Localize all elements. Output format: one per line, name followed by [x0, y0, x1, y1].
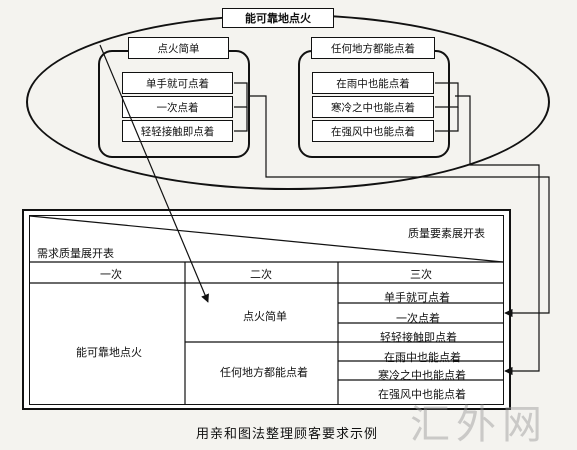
connector-left-3 — [234, 107, 248, 132]
cell-tertiary-3: 轻轻接触即点着 — [380, 331, 457, 344]
demand-quality-table-label: 需求质量展开表 — [37, 247, 114, 260]
deployment-table-outer — [22, 209, 511, 410]
right-item-2: 寒冷之中也能点着 — [312, 96, 434, 118]
arrow-to-tertiary-2 — [250, 95, 550, 318]
right-group-head: 任何地方都能点着 — [311, 37, 435, 59]
affinity-title-box: 能可靠地点火 — [222, 8, 334, 28]
cell-tertiary-5: 寒冷之中也能点着 — [378, 369, 466, 382]
right-item-1: 在雨中也能点着 — [312, 72, 434, 94]
deployment-table-inner — [29, 215, 504, 405]
right-item-3: 在强风中也能点着 — [312, 120, 434, 142]
cell-secondary-2: 任何地方都能点着 — [220, 366, 308, 379]
affinity-title: 能可靠地点火 — [245, 12, 311, 25]
connector-right-1 — [435, 82, 459, 108]
col-header-primary: 一次 — [100, 268, 122, 281]
left-item-3: 轻轻接触即点着 — [122, 120, 233, 142]
left-item-2: 一次点着 — [122, 96, 233, 118]
left-group-head: 点火简单 — [128, 37, 229, 59]
connector-right-3 — [435, 107, 459, 132]
cell-tertiary-6: 在强风中也能点着 — [378, 388, 466, 401]
cell-secondary-1: 点火简单 — [243, 310, 287, 323]
col-header-tertiary: 三次 — [410, 268, 432, 281]
col-header-secondary: 二次 — [250, 268, 272, 281]
header-diagonal — [29, 215, 504, 263]
cell-tertiary-1: 单手就可点着 — [384, 291, 450, 304]
connector-left-1 — [234, 82, 248, 108]
cell-primary: 能可靠地点火 — [76, 346, 142, 359]
watermark-logo: 汇外网 — [410, 402, 548, 448]
arrow-to-tertiary-5 — [455, 95, 540, 376]
quality-element-table-label: 质量要素展开表 — [408, 227, 485, 240]
figure-caption: 用亲和图法整理顾客要求示例 — [196, 427, 379, 442]
cell-tertiary-2: 一次点着 — [396, 312, 440, 325]
cell-tertiary-4: 在雨中也能点着 — [384, 351, 461, 364]
left-item-1: 单手就可点着 — [122, 72, 233, 94]
arrow-to-table — [99, 44, 209, 303]
